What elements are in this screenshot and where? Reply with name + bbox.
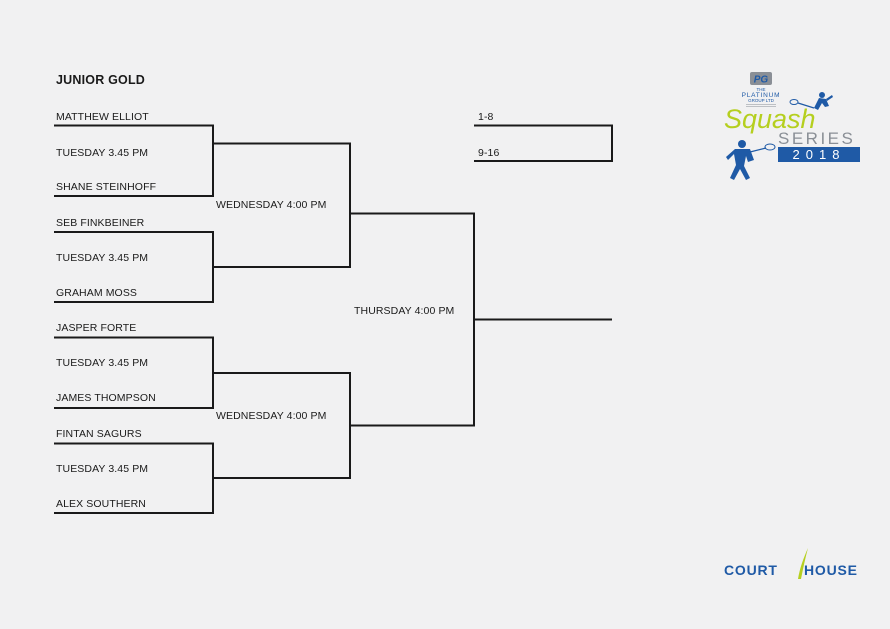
match-time-label: TUESDAY 3.45 PM: [56, 252, 149, 264]
match-time-label: WEDNESDAY 4:00 PM: [216, 199, 327, 211]
logo-word-series: SERIES: [778, 129, 855, 148]
placing-label-top: 1-8: [478, 111, 494, 123]
logo-word-squash: Squash: [724, 104, 816, 134]
player-label: ALEX SOUTHERN: [56, 498, 146, 510]
player-label: SEB FINKBEINER: [56, 217, 145, 229]
court-house-logo: COURT HOUSE: [724, 545, 864, 581]
bracket-title: JUNIOR GOLD: [56, 73, 146, 87]
player-label: GRAHAM MOSS: [56, 287, 138, 299]
court-house-logo-graphic: COURT HOUSE: [724, 548, 858, 579]
logo-year-box: [778, 147, 860, 162]
logo-group-line1: THE: [757, 87, 766, 92]
player-label: FINTAN SAGURS: [56, 428, 142, 440]
final-time-label: THURSDAY 4:00 PM: [354, 305, 455, 317]
pg-emblem-icon: PG: [750, 72, 772, 86]
r2-match2-line: [213, 372, 351, 479]
player-label: MATTHEW ELLIOT: [56, 111, 149, 123]
logo-year: 2018: [793, 147, 846, 162]
svg-text:PG: PG: [754, 75, 769, 86]
final-line: [350, 212, 475, 427]
r2-match1-line: [213, 142, 351, 268]
logo-group-line3: GROUP LTD: [748, 98, 775, 103]
match-time-label: TUESDAY 3.45 PM: [56, 463, 149, 475]
match-time-label: TUESDAY 3.45 PM: [56, 357, 149, 369]
squash-series-logo-graphic: PG THE PLATINUM GROUP LTD Squash SERIES …: [724, 72, 860, 180]
logo-word-court: COURT: [724, 562, 778, 578]
logo-word-house: HOUSE: [804, 562, 858, 578]
match-time-label: TUESDAY 3.45 PM: [56, 147, 149, 159]
r1-match1-line: [54, 124, 214, 197]
player-silhouette-icon: [726, 140, 776, 180]
squash-series-logo: PG THE PLATINUM GROUP LTD Squash SERIES …: [722, 70, 862, 185]
placing-line: [474, 124, 613, 162]
placing-label-bottom: 9-16: [478, 147, 500, 159]
player-label: JASPER FORTE: [56, 322, 137, 334]
match-time-label: WEDNESDAY 4:00 PM: [216, 410, 327, 422]
player-label: JAMES THOMPSON: [56, 392, 156, 404]
logo-group-line2: PLATINUM: [742, 92, 781, 99]
player-silhouette-icon: [789, 92, 833, 110]
swoosh-icon: [798, 548, 808, 579]
player-label: SHANE STEINHOFF: [56, 181, 157, 193]
